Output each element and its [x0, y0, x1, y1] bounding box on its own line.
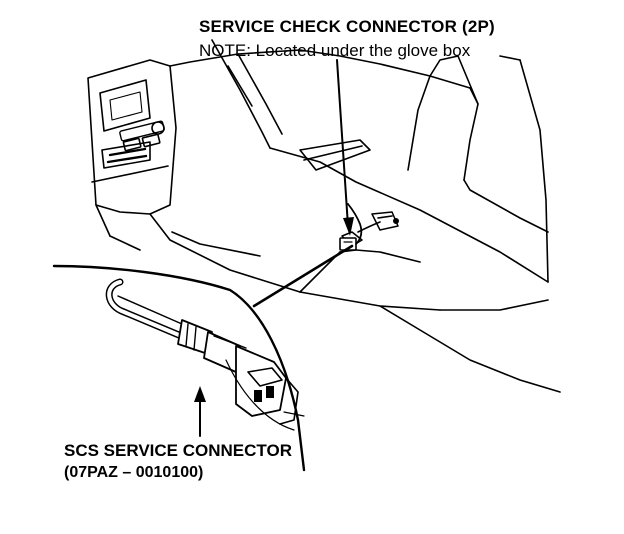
door-curve — [52, 264, 306, 472]
scs-service-connector — [105, 278, 305, 431]
center-console — [87, 59, 177, 237]
glove-box-area — [109, 39, 561, 393]
leader-lines — [199, 59, 354, 437]
arrowheads — [194, 217, 354, 402]
scs-part-number: (07PAZ – 0010100) — [64, 464, 204, 481]
scs-service-connector-title: SCS SERVICE CONNECTOR — [64, 441, 292, 460]
glove-box-note: NOTE: Located under the glove box — [199, 41, 471, 60]
service-check-connector-title: SERVICE CHECK CONNECTOR (2P) — [199, 17, 495, 36]
